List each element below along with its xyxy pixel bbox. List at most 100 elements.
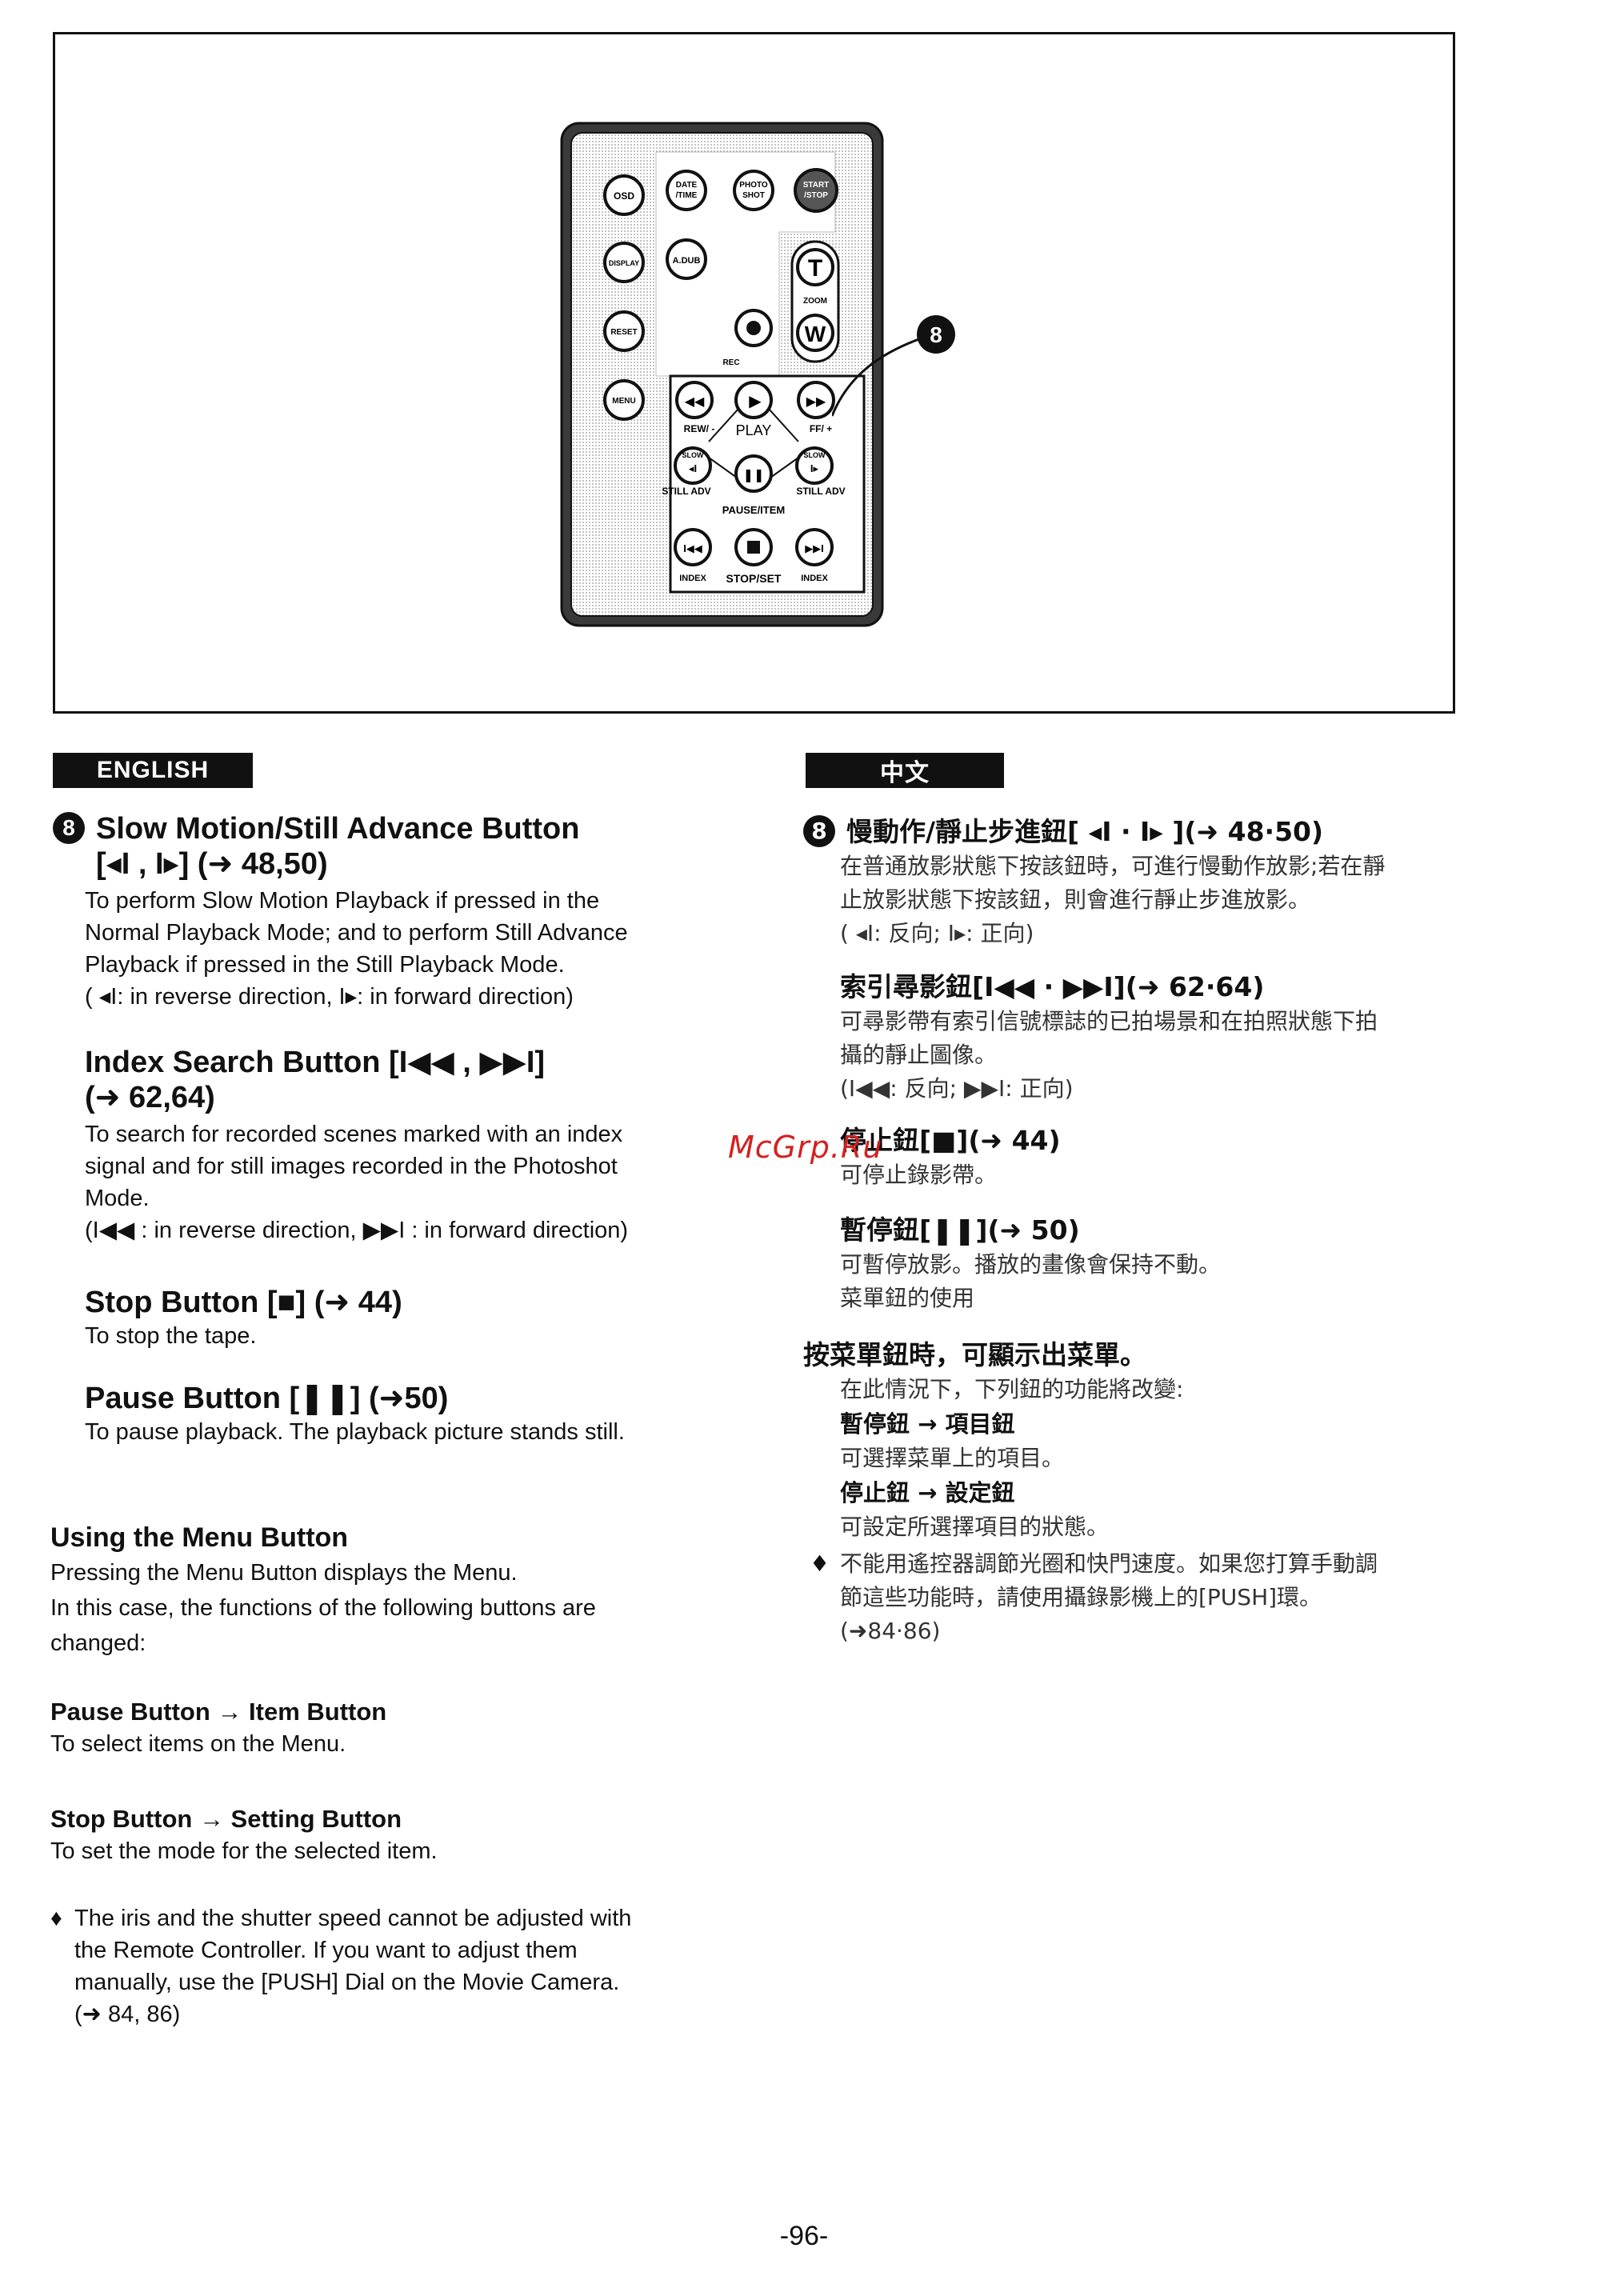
svg-text:STILL ADV: STILL ADV bbox=[662, 486, 710, 497]
svg-text:❚❚: ❚❚ bbox=[743, 469, 765, 482]
chinese-slow-section: 8 慢動作/靜止步進鈕[ ◂I · I▸ ](➜ 48·50) 在普通放影狀態下按… bbox=[803, 814, 1475, 950]
svg-text:/TIME: /TIME bbox=[676, 191, 698, 200]
section-number-badge: 8 bbox=[53, 811, 85, 844]
callout-number: 8 bbox=[930, 322, 942, 347]
zh-slow-text-line: 在普通放影狀態下按該鈕時，可進行慢動作放影;若在靜 bbox=[840, 853, 1386, 879]
english-pause-section: Pause Button [❚❚] (➜50) To pause playbac… bbox=[85, 1381, 757, 1448]
svg-text:◂I: ◂I bbox=[689, 462, 697, 474]
stop-setting-heading: Stop Button → Setting Button bbox=[50, 1805, 402, 1833]
svg-text:STILL ADV: STILL ADV bbox=[796, 486, 845, 497]
zh-pause-text-line: 可暫停放影。播放的畫像會保持不動。 bbox=[840, 1251, 1222, 1278]
english-pause-item: Pause Button → Item Button To select ite… bbox=[50, 1696, 754, 1760]
svg-text:OSD: OSD bbox=[614, 190, 634, 202]
note-text-line: the Remote Controller. If you want to ad… bbox=[74, 1938, 578, 1963]
svg-text:I◀◀: I◀◀ bbox=[683, 542, 702, 554]
pause-text: To pause playback. The playback picture … bbox=[85, 1419, 625, 1445]
zh-stop-setting-heading: 停止鈕 → 設定鈕 bbox=[840, 1479, 1015, 1506]
pause-button[interactable]: ❚❚ PAUSE/ITEM bbox=[722, 454, 786, 516]
index-text-line: signal and for still images recorded in … bbox=[85, 1154, 618, 1179]
zh-index-text-line: (I◀◀: 反向; ▶▶I: 正向) bbox=[840, 1075, 1074, 1102]
svg-text:SHOT: SHOT bbox=[742, 191, 765, 200]
zh-note-text-line: 節這些功能時，請使用攝錄影機上的[PUSH]環。 bbox=[840, 1584, 1322, 1610]
index-reverse-button[interactable]: I◀◀ INDEX bbox=[674, 528, 712, 583]
stop-button[interactable]: STOP/SET bbox=[726, 528, 782, 585]
svg-text:▶▶I: ▶▶I bbox=[805, 542, 824, 554]
zoom-rocker[interactable]: T ZOOM W bbox=[790, 240, 840, 363]
zh-slow-text-line: ( ◂I: 反向; I▸: 正向) bbox=[840, 920, 1034, 946]
svg-text:MENU: MENU bbox=[612, 397, 635, 406]
chinese-menu-section: 按菜單鈕時，可顯示出菜單。 在此情況下，下列鈕的功能將改變: 暫停鈕 → 項目鈕… bbox=[803, 1338, 1475, 1544]
display-button[interactable]: DISPLAY bbox=[603, 242, 645, 283]
zh-slow-text-line: 止放影狀態下按該鈕，則會進行靜止步進放影。 bbox=[840, 886, 1311, 913]
zh-stop-title: 停止鈕[■](➜ 44) bbox=[840, 1125, 1061, 1156]
start-stop-button[interactable]: START /STOP bbox=[794, 168, 838, 213]
fast-forward-button[interactable]: ▶▶ FF/ + bbox=[797, 381, 835, 434]
slow-forward-button[interactable]: SLOW I▸ STILL ADV bbox=[795, 446, 846, 497]
rewind-button[interactable]: ◀◀ REW/ - bbox=[675, 381, 714, 434]
index-text-line: To search for recorded scenes marked wit… bbox=[85, 1122, 623, 1147]
osd-button[interactable]: OSD bbox=[603, 174, 645, 216]
remote-controller-illustration: OSD DATE /TIME PHOTO SHOT START /STOP DI… bbox=[560, 122, 884, 627]
svg-text:▶▶: ▶▶ bbox=[806, 395, 826, 409]
index-text-line: Mode. bbox=[85, 1186, 150, 1211]
reset-button[interactable]: RESET bbox=[603, 310, 645, 352]
svg-text:/STOP: /STOP bbox=[804, 191, 828, 200]
english-stop-setting: Stop Button → Setting Button To set the … bbox=[50, 1803, 754, 1867]
zh-note-bullet: ♦ bbox=[810, 1550, 830, 1577]
adub-button[interactable]: A.DUB bbox=[666, 238, 707, 280]
english-menu-section: Using the Menu Button Pressing the Menu … bbox=[50, 1520, 754, 1661]
svg-text:▶: ▶ bbox=[749, 393, 762, 410]
chinese-pause-section: 暫停鈕[❚❚](➜ 50) 可暫停放影。播放的畫像會保持不動。 菜單鈕的使用 bbox=[840, 1213, 1480, 1315]
menu-button[interactable]: MENU bbox=[603, 379, 645, 421]
note-text-line: The iris and the shutter speed cannot be… bbox=[74, 1906, 632, 1931]
page-number: -96- bbox=[779, 2221, 829, 2251]
index-forward-button[interactable]: ▶▶I INDEX bbox=[795, 528, 834, 583]
svg-text:I▸: I▸ bbox=[810, 462, 819, 474]
pause-item-text: To select items on the Menu. bbox=[50, 1731, 346, 1757]
stop-title: Stop Button [■] (➜ 44) bbox=[85, 1286, 402, 1319]
slow-motion-title: Slow Motion/Still Advance Button bbox=[96, 812, 580, 846]
chinese-note: ♦ 不能用遙控器調節光圈和快門速度。如果您打算手動調 節這些功能時，請使用攝錄影… bbox=[810, 1547, 1482, 1648]
svg-text:◀◀: ◀◀ bbox=[685, 395, 705, 409]
stop-text: To stop the tape. bbox=[85, 1323, 257, 1349]
section-number-badge: 8 bbox=[803, 814, 835, 847]
svg-text:PAUSE/ITEM: PAUSE/ITEM bbox=[722, 504, 786, 516]
slow-text-line: ( ◂I: in reverse direction, I▸: in forwa… bbox=[85, 984, 574, 1010]
svg-text:STOP/SET: STOP/SET bbox=[726, 572, 782, 585]
note-text-line: manually, use the [PUSH] Dial on the Mov… bbox=[74, 1970, 620, 1995]
pause-title: Pause Button [❚❚] (➜50) bbox=[85, 1382, 449, 1415]
pause-item-heading: Pause Button → Item Button bbox=[50, 1698, 387, 1726]
slow-reverse-button[interactable]: SLOW ◂I STILL ADV bbox=[662, 446, 712, 497]
menu-text-line: changed: bbox=[50, 1630, 146, 1656]
rec-button[interactable]: REC bbox=[722, 309, 773, 367]
note-text-line: (➜ 84, 86) bbox=[74, 2002, 181, 2027]
english-header: ENGLISH bbox=[53, 753, 253, 788]
zh-slow-title: 慢動作/靜止步進鈕[ ◂I · I▸ ](➜ 48·50) bbox=[846, 816, 1324, 847]
figure-frame bbox=[53, 32, 1455, 714]
zh-note-text-line: 不能用遙控器調節光圈和快門速度。如果您打算手動調 bbox=[840, 1550, 1378, 1577]
slow-text-line: Normal Playback Mode; and to perform Sti… bbox=[85, 920, 628, 946]
watermark: McGrp.Ru bbox=[728, 1130, 883, 1165]
zh-menu-heading: 按菜單鈕時，可顯示出菜單。 bbox=[803, 1339, 1146, 1370]
svg-text:SLOW: SLOW bbox=[804, 451, 826, 459]
svg-text:ZOOM: ZOOM bbox=[803, 297, 827, 306]
menu-text-line: Pressing the Menu Button displays the Me… bbox=[50, 1560, 518, 1586]
svg-text:W: W bbox=[805, 322, 826, 346]
date-time-button[interactable]: DATE /TIME bbox=[666, 170, 707, 211]
svg-text:FF/ +: FF/ + bbox=[810, 423, 832, 434]
english-note: ♦ The iris and the shutter speed cannot … bbox=[50, 1902, 754, 2030]
svg-text:INDEX: INDEX bbox=[679, 574, 706, 583]
chinese-header: 中文 bbox=[806, 753, 1004, 788]
english-stop-section: Stop Button [■] (➜ 44) To stop the tape. bbox=[85, 1285, 757, 1352]
zh-index-text-line: 可尋影帶有索引信號標誌的已拍場景和在拍照狀態下拍 bbox=[840, 1008, 1378, 1034]
photo-shot-button[interactable]: PHOTO SHOT bbox=[733, 170, 774, 211]
svg-text:SLOW: SLOW bbox=[682, 451, 705, 459]
play-button[interactable]: ▶ PLAY bbox=[734, 381, 773, 438]
chinese-index-section: 索引尋影鈕[I◀◀ · ▶▶I](➜ 62·64) 可尋影帶有索引信號標誌的已拍… bbox=[840, 970, 1480, 1106]
zh-pause-item-text: 可選擇菜單上的項目。 bbox=[840, 1445, 1065, 1471]
chinese-stop-section: 停止鈕[■](➜ 44) 可停止錄影帶。 bbox=[840, 1123, 1480, 1192]
callout-leader: 8 bbox=[832, 315, 955, 417]
index-title-refs: (➜ 62,64) bbox=[85, 1081, 215, 1114]
slow-text-line: To perform Slow Motion Playback if press… bbox=[85, 888, 600, 914]
